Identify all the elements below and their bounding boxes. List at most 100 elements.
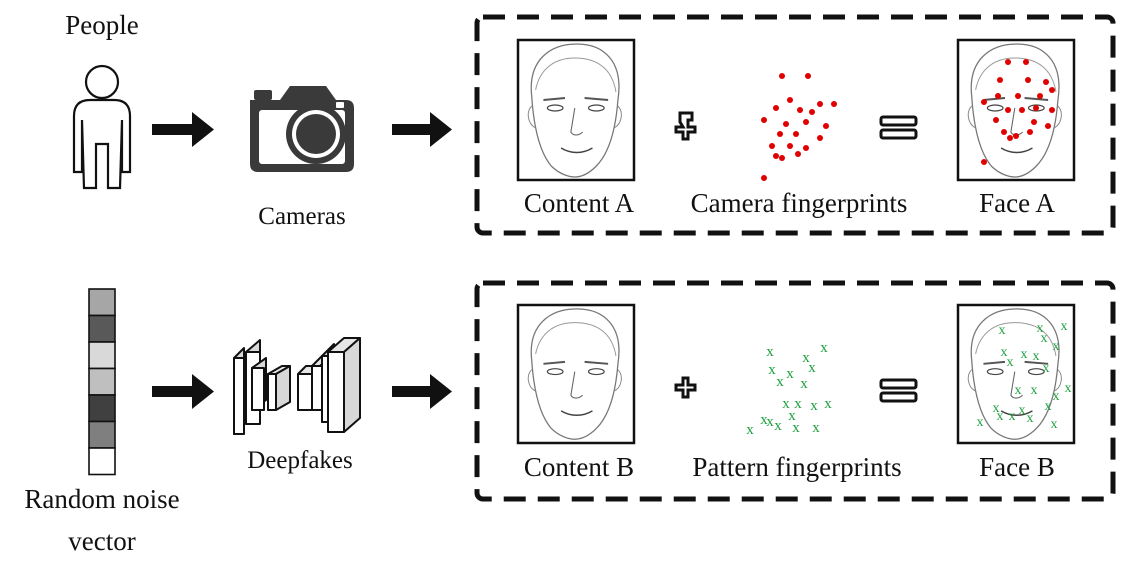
fingerprint-dot	[779, 73, 785, 79]
pattern-mark: x	[1041, 331, 1048, 346]
arrow-right-icon	[392, 112, 452, 147]
equals-icon	[879, 378, 918, 403]
fingerprint-dot	[1013, 133, 1019, 139]
content-a-label: Content A	[524, 188, 635, 218]
pattern-mark: x	[776, 374, 784, 390]
arrow-right-icon	[152, 374, 214, 409]
deepfakes-label: Deepfakes	[247, 447, 353, 474]
fingerprint-dot	[761, 175, 767, 181]
fingerprint-dot	[769, 143, 775, 149]
pattern-mark: x	[1019, 403, 1026, 418]
pattern-mark: x	[788, 408, 796, 424]
pattern-mark: x	[1043, 361, 1050, 376]
fingerprint-dot	[1027, 129, 1033, 135]
fingerprint-dot	[981, 99, 987, 105]
noise-label-line2: vector	[68, 526, 135, 556]
face-a-fingerprints	[981, 59, 1055, 165]
pattern-mark: x	[812, 420, 820, 436]
fingerprint-dot	[777, 131, 783, 137]
fingerprint-dot	[1001, 129, 1007, 135]
fingerprint-dot	[773, 105, 779, 111]
neural-network-icon	[233, 337, 361, 435]
pattern-mark: x	[820, 340, 828, 356]
fingerprint-dot	[1005, 107, 1011, 113]
pattern-mark: x	[1031, 383, 1038, 398]
fingerprint-dot	[783, 121, 789, 127]
pattern-mark: x	[1027, 411, 1034, 426]
deepfake-pipeline-box	[474, 280, 1116, 502]
pattern-mark: x	[1045, 399, 1052, 414]
camera-fingerprints-label: Camera fingerprints	[691, 188, 908, 218]
fingerprint-dot	[981, 159, 987, 165]
noise-cell	[88, 288, 116, 317]
random-noise-vector	[88, 288, 116, 476]
pattern-fingerprints-label: Pattern fingerprints	[692, 452, 901, 482]
pattern-mark: x	[1053, 339, 1060, 354]
fingerprint-dot	[1037, 93, 1043, 99]
pattern-mark: x	[794, 396, 802, 412]
fingerprint-dot	[1007, 135, 1013, 141]
pattern-mark: x	[1033, 349, 1040, 364]
fingerprint-dot	[779, 155, 785, 161]
pattern-mark: x	[810, 398, 818, 414]
arrow-right-icon	[392, 374, 452, 409]
pattern-mark: x	[977, 415, 984, 430]
pattern-mark: x	[1015, 383, 1022, 398]
noise-cell	[88, 341, 116, 370]
pattern-mark: x	[999, 323, 1006, 338]
fingerprint-dot	[793, 131, 799, 137]
pattern-mark: x	[768, 362, 776, 378]
fingerprint-dot	[1025, 77, 1031, 83]
pattern-mark: x	[1037, 321, 1044, 336]
pattern-mark: x	[1001, 345, 1008, 360]
pattern-mark: x	[792, 420, 800, 436]
fingerprint-dot	[817, 101, 823, 107]
fingerprint-dot	[1005, 59, 1011, 65]
cameras-label: Cameras	[258, 203, 345, 230]
camera-fingerprints-dots	[761, 73, 837, 181]
camera-pipeline-box	[474, 14, 1116, 236]
fingerprint-dot	[1015, 93, 1021, 99]
pattern-mark: x	[782, 396, 790, 412]
pattern-mark: x	[993, 401, 1000, 416]
noise-label-line1: Random noise	[24, 484, 179, 514]
fingerprint-dot	[1023, 59, 1029, 65]
content-b-face	[516, 303, 636, 445]
camera-icon	[250, 86, 354, 172]
pattern-mark: x	[1051, 417, 1058, 432]
person-icon	[72, 64, 132, 190]
face-a-image	[956, 38, 1076, 182]
plus-icon	[674, 111, 697, 141]
fingerprint-dot	[1043, 79, 1049, 85]
pattern-mark: x	[997, 409, 1004, 424]
pattern-mark: x	[1007, 355, 1014, 370]
pattern-mark: x	[1021, 347, 1028, 362]
pattern-mark: x	[824, 396, 832, 412]
pattern-mark: x	[1065, 381, 1072, 396]
pattern-mark: x	[808, 360, 816, 376]
noise-cell	[88, 314, 116, 343]
pattern-mark: x	[802, 350, 810, 366]
plus-icon	[674, 376, 697, 399]
fingerprint-dot	[761, 117, 767, 123]
pattern-mark: x	[800, 376, 808, 392]
noise-cell	[88, 420, 116, 449]
pattern-mark: x	[786, 366, 794, 382]
pattern-mark: x	[746, 422, 754, 438]
pattern-mark: x	[1009, 409, 1016, 424]
fingerprint-dot	[797, 107, 803, 113]
fingerprint-dot	[773, 153, 779, 159]
fingerprint-dot	[995, 93, 1001, 99]
fingerprint-dot	[1031, 119, 1037, 125]
pattern-mark: x	[760, 412, 768, 428]
fingerprint-dot	[993, 117, 999, 123]
face-a-label: Face A	[979, 188, 1055, 218]
pattern-mark: x	[766, 344, 774, 360]
noise-cell	[88, 394, 116, 423]
fingerprint-dot	[831, 101, 837, 107]
fingerprint-dot	[787, 97, 793, 103]
fingerprint-dot	[795, 151, 801, 157]
